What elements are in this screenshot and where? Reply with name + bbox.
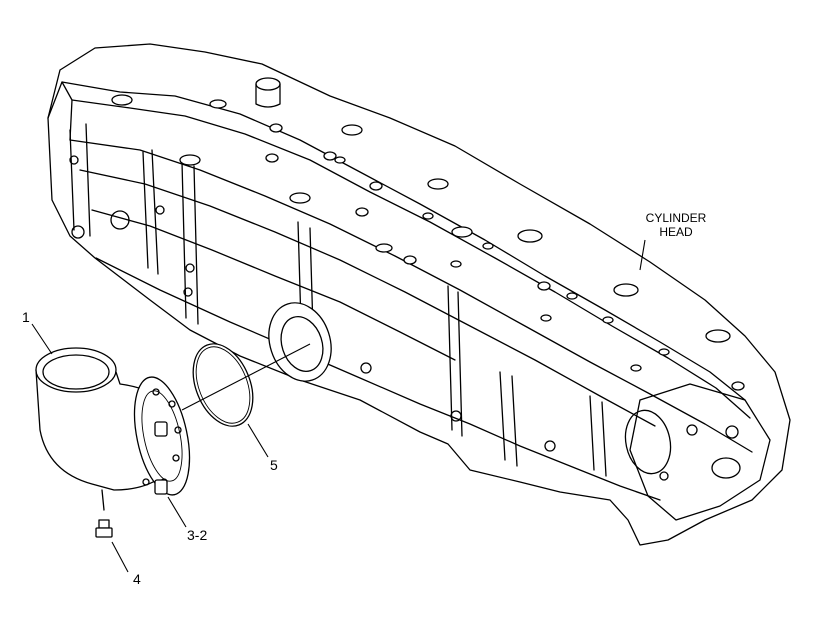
label-part-3-2: 3-2 [187,527,207,543]
valve-bosses [111,77,745,391]
label-cylinder-head-line1: CYLINDER [646,211,707,225]
part-labels: 1 3-2 4 5 CYLINDER HEAD [22,211,707,587]
cylinder-head-drawing [47,43,791,546]
plug-part [95,519,113,538]
elbow-part [35,347,191,511]
label-part-1: 1 [22,309,30,325]
gasket-ring [192,343,254,427]
label-part-5: 5 [270,457,278,473]
label-part-4: 4 [133,571,141,587]
leader-lines [31,239,646,573]
label-cylinder-head-line2: HEAD [659,225,693,239]
